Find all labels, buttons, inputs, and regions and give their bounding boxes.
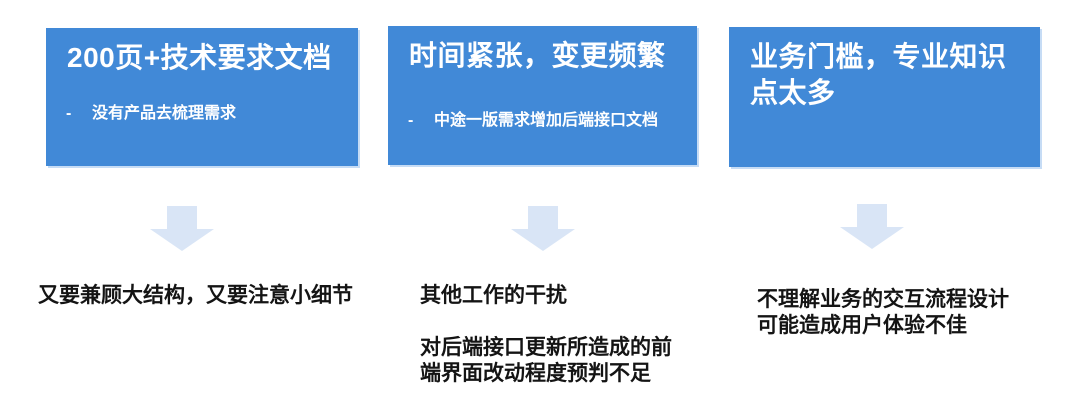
problem-box-3-title: 业务门槛，专业知识 点太多 (750, 41, 1007, 108)
problem-box-3: 业务门槛，专业知识 点太多 (729, 27, 1040, 167)
problem-box-2-bullet-text: 中途一版需求增加后端接口文档 (434, 112, 659, 129)
bullet-dash: - (66, 105, 72, 122)
problem-box-2-bullet: - 中途一版需求增加后端接口文档 (408, 111, 689, 131)
bullet-dash: - (408, 112, 414, 129)
consequence-text-2: 其他工作的干扰 对后端接口更新所造成的前 端界面改动程度预判不足 (420, 284, 672, 385)
problem-box-1-bullet: - 没有产品去梳理需求 (66, 104, 350, 124)
problem-box-1-bullet-text: 没有产品去梳理需求 (92, 105, 237, 122)
down-arrow-icon (150, 206, 214, 251)
problem-box-1-title: 200页+技术要求文档 (67, 42, 332, 73)
problem-box-2-title: 时间紧张，变更频繁 (409, 40, 666, 71)
down-arrow-icon (840, 204, 904, 249)
down-arrow-icon (511, 206, 575, 251)
consequence-text-3: 不理解业务的交互流程设计 可能造成用户体验不佳 (757, 288, 1009, 337)
problem-box-1: 200页+技术要求文档 - 没有产品去梳理需求 (46, 28, 358, 166)
consequence-text-1: 又要兼顾大结构，又要注意小细节 (38, 284, 353, 307)
problem-box-2: 时间紧张，变更频繁 - 中途一版需求增加后端接口文档 (388, 26, 697, 165)
